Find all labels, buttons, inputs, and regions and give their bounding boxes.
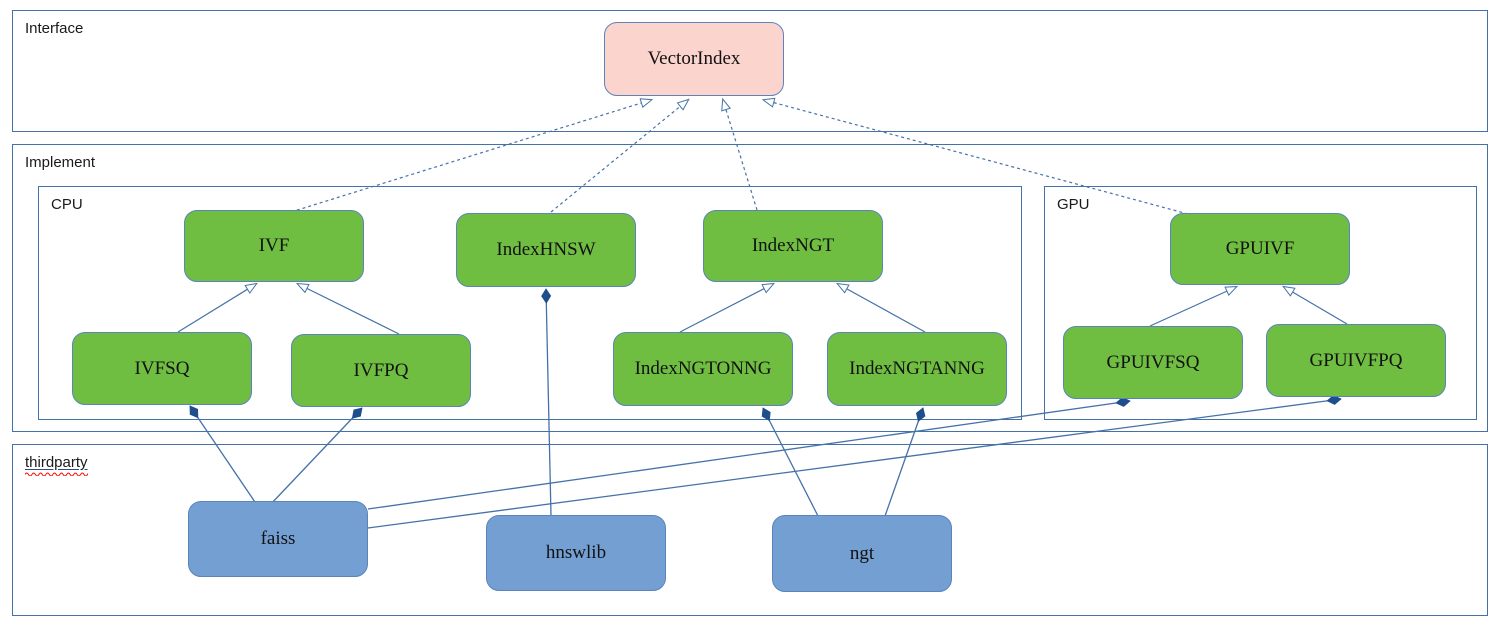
- node-faiss[interactable]: faiss: [188, 501, 368, 577]
- group-label-gpu: GPU: [1057, 196, 1090, 213]
- group-label-implement: Implement: [25, 154, 96, 171]
- group-label-cpu: CPU: [51, 196, 83, 213]
- node-hnswlib[interactable]: hnswlib: [486, 515, 666, 591]
- node-indexhnsw[interactable]: IndexHNSW: [456, 213, 636, 287]
- node-gpuivf[interactable]: GPUIVF: [1170, 213, 1350, 285]
- node-indexngtonng[interactable]: IndexNGTONNG: [613, 332, 793, 406]
- node-gpuivfpq[interactable]: GPUIVFPQ: [1266, 324, 1446, 397]
- group-label-interface: Interface: [25, 20, 84, 37]
- node-ivf[interactable]: IVF: [184, 210, 364, 282]
- node-indexngt[interactable]: IndexNGT: [703, 210, 883, 282]
- node-ivfsq[interactable]: IVFSQ: [72, 332, 252, 405]
- node-vectorindex[interactable]: VectorIndex: [604, 22, 784, 96]
- node-indexngtanng[interactable]: IndexNGTANNG: [827, 332, 1007, 406]
- node-ivfpq[interactable]: IVFPQ: [291, 334, 471, 407]
- node-gpuivfsq[interactable]: GPUIVFSQ: [1063, 326, 1243, 399]
- node-ngt[interactable]: ngt: [772, 515, 952, 592]
- group-label-thirdparty: thirdparty: [25, 455, 88, 476]
